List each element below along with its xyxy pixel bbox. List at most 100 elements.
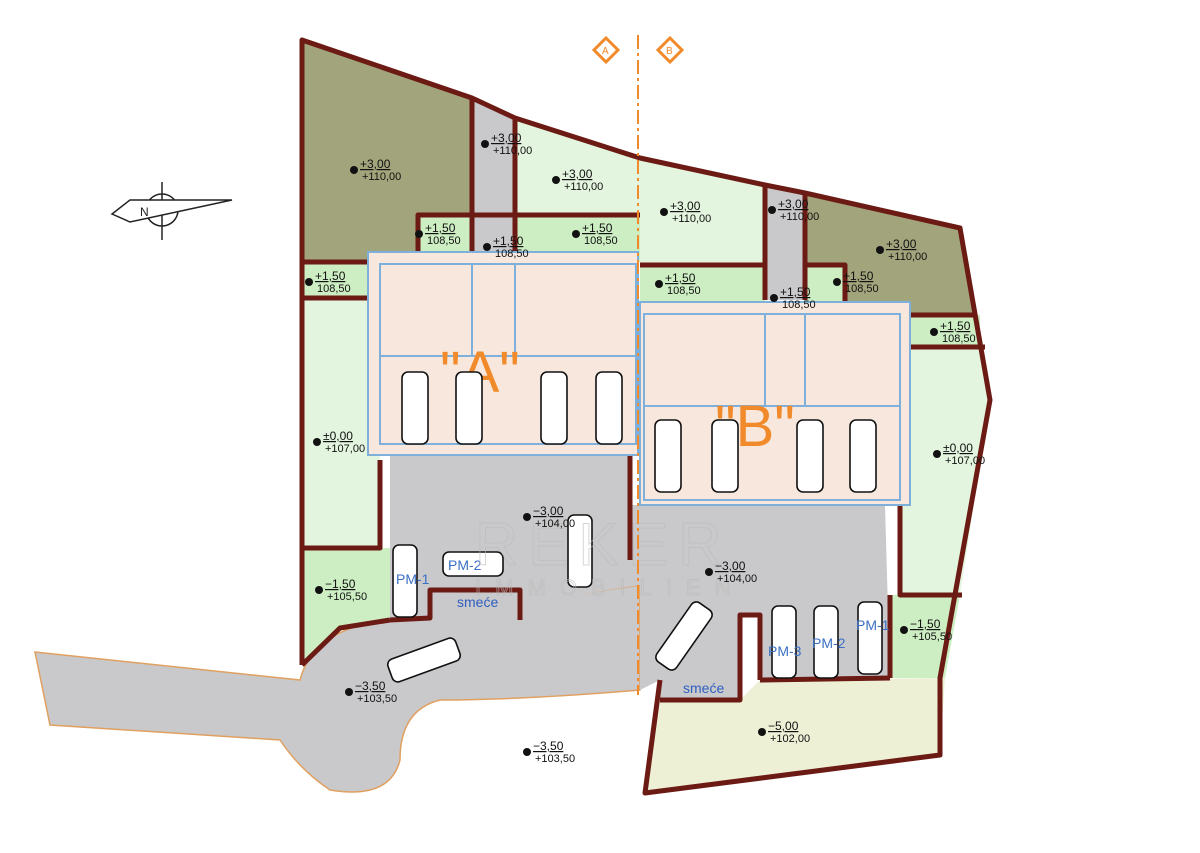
- level-marker: −5,00+102,00: [758, 719, 810, 745]
- level-marker: +3,00+110,00: [552, 167, 603, 193]
- relative-level: +3,00: [886, 237, 917, 251]
- section-marker-a: A: [591, 35, 621, 65]
- absolute-level: +110,00: [888, 251, 927, 263]
- absolute-level: +102,00: [770, 733, 810, 745]
- level-icon: [350, 166, 358, 174]
- level-marker: −3,50+103,50: [345, 679, 397, 705]
- relative-level: +1,50: [843, 269, 874, 283]
- absolute-level: +107,00: [325, 443, 365, 455]
- section-marker-b: B: [655, 35, 685, 65]
- relative-level: −3,00: [715, 559, 746, 573]
- level-marker: +3,00+110,00: [660, 199, 711, 225]
- level-icon: [900, 626, 908, 634]
- absolute-level: +104,00: [717, 573, 757, 585]
- relative-level: +3,00: [562, 167, 593, 181]
- level-icon: [758, 728, 766, 736]
- absolute-level: +105,50: [912, 631, 952, 643]
- absolute-level: +104,00: [535, 518, 575, 530]
- relative-level: +3,00: [670, 199, 701, 213]
- relative-level: +1,50: [665, 271, 696, 285]
- terrace-5: [302, 262, 368, 298]
- level-marker: ±0,00+107,00: [933, 441, 985, 467]
- level-icon: [930, 328, 938, 336]
- absolute-level: +110,00: [362, 171, 401, 183]
- level-icon: [876, 246, 884, 254]
- relative-level: −3,50: [355, 679, 386, 693]
- level-marker: −3,00+104,00: [705, 559, 757, 585]
- level-marker: −3,00+104,00: [523, 504, 575, 530]
- relative-level: +3,00: [491, 131, 522, 145]
- watermark-sub: IMMOBILIEN: [475, 575, 745, 600]
- level-marker: +3,00+110,00: [481, 131, 532, 157]
- watermark-name: REKER: [475, 511, 732, 578]
- parking-label: PM-2: [448, 557, 482, 573]
- level-icon: [313, 438, 321, 446]
- level-marker: −1,50+105,50: [315, 577, 367, 603]
- level-icon: [572, 230, 580, 238]
- absolute-level: +110,00: [780, 211, 819, 223]
- north-label: N: [140, 205, 149, 219]
- north-arrow-icon: N: [110, 182, 233, 240]
- absolute-level: +110,00: [493, 145, 532, 157]
- parking-label: PM-2: [812, 635, 846, 651]
- level-icon: [655, 280, 663, 288]
- relative-level: +1,50: [582, 221, 613, 235]
- level-icon: [415, 230, 423, 238]
- parking-area: [390, 455, 890, 700]
- level-icon: [481, 140, 489, 148]
- relative-level: +1,50: [493, 234, 524, 248]
- cars: [386, 371, 883, 683]
- absolute-level: 108,50: [495, 248, 529, 260]
- level-icon: [315, 586, 323, 594]
- absolute-level: 108,50: [584, 235, 618, 247]
- stair-strip-a: [472, 98, 515, 262]
- level-icon: [660, 208, 668, 216]
- garden-olive-left: [302, 40, 472, 262]
- absolute-level: +103,50: [357, 693, 397, 705]
- level-icon: [305, 278, 313, 286]
- relative-level: +3,00: [778, 197, 809, 211]
- absolute-level: 108,50: [942, 333, 976, 345]
- absolute-level: +105,50: [327, 591, 367, 603]
- absolute-level: +103,50: [535, 753, 575, 765]
- level-icon: [770, 294, 778, 302]
- parking-label: PM-1: [856, 617, 890, 633]
- level-icon: [523, 748, 531, 756]
- level-marker: +3,00+110,00: [768, 197, 819, 223]
- garden-b-top: [640, 158, 765, 265]
- waste-area-label: smeće: [457, 594, 498, 610]
- level-icon: [933, 450, 941, 458]
- level-marker: +3,00+110,00: [876, 237, 927, 263]
- parking-label: PM-3: [768, 643, 802, 659]
- level-marker: +3,00+110,00: [350, 157, 401, 183]
- lower-garden: [645, 678, 945, 793]
- parking-label: PM-1: [396, 571, 430, 587]
- relative-level: −1,50: [910, 617, 941, 631]
- waste-area-label: smeće: [683, 680, 724, 696]
- level-marker: −3,50+103,50: [523, 739, 575, 765]
- relative-level: +1,50: [425, 221, 456, 235]
- terrace-6: [910, 315, 980, 347]
- level-icon: [552, 176, 560, 184]
- relative-level: +1,50: [780, 285, 811, 299]
- absolute-level: 108,50: [317, 283, 351, 295]
- level-icon: [768, 206, 776, 214]
- absolute-level: 108,50: [782, 299, 816, 311]
- section-marker-b-label: B: [666, 46, 673, 57]
- section-marker-a-label: A: [602, 46, 609, 57]
- level-icon: [483, 243, 491, 251]
- green-lower-left: [302, 548, 390, 665]
- relative-level: +1,50: [940, 319, 971, 333]
- level-markers: +3,00+110,00+3,00+110,00+3,00+110,00+3,0…: [305, 131, 985, 765]
- relative-level: +1,50: [315, 269, 346, 283]
- level-icon: [833, 278, 841, 286]
- absolute-level: 108,50: [845, 283, 879, 295]
- relative-level: ±0,00: [323, 429, 353, 443]
- relative-level: ±0,00: [943, 441, 973, 455]
